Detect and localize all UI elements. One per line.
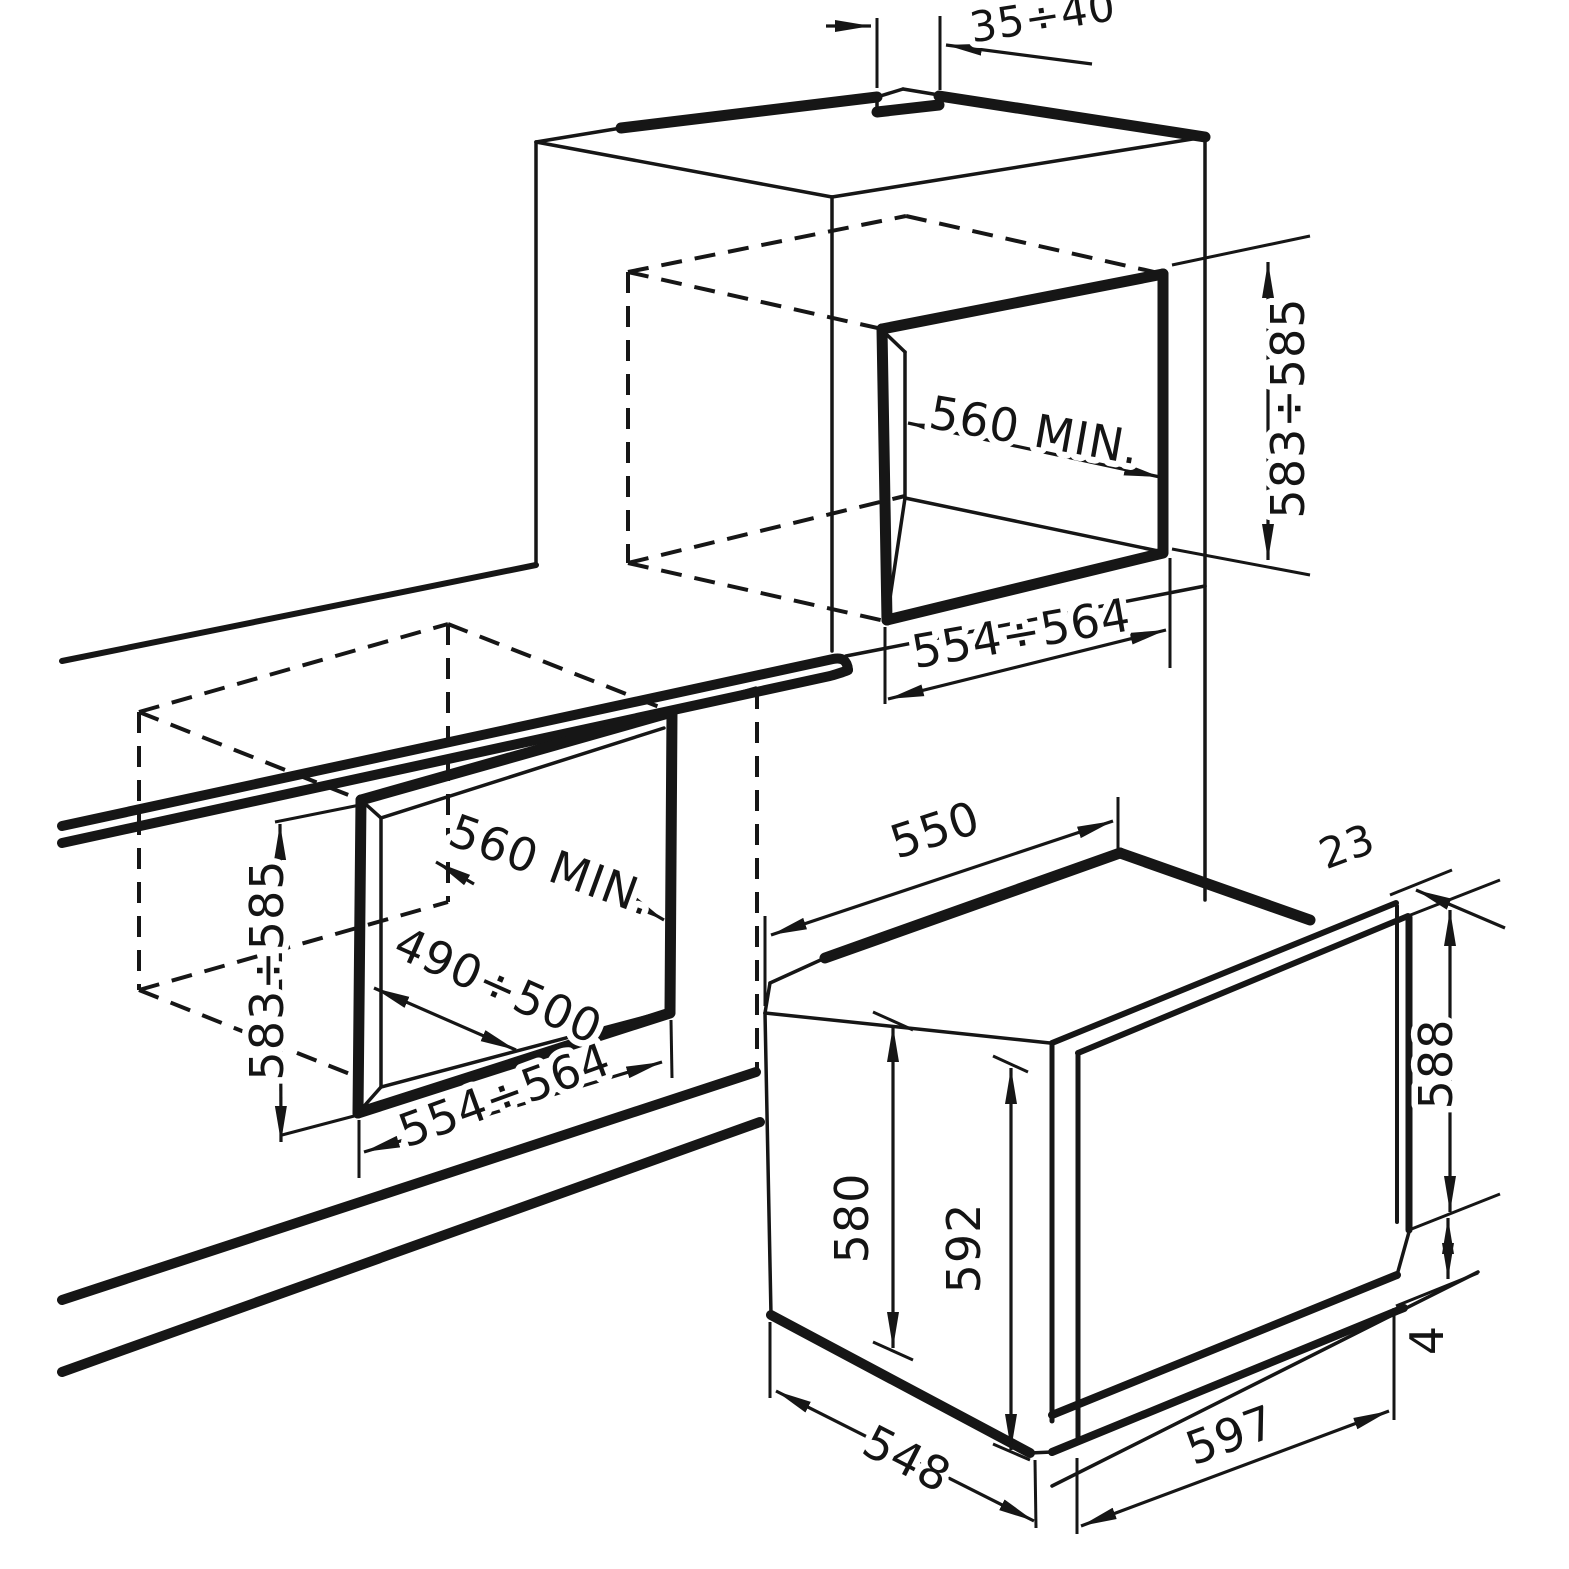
dim-label-body-depth: 548 (855, 1414, 960, 1503)
counter (57, 562, 853, 848)
oven (763, 847, 1480, 1488)
dim-door-overhang: 23 (1306, 807, 1506, 930)
dim-label-lower-niche-floor-depth: 490÷500 (387, 916, 611, 1055)
dim-label-door-overhang: 23 (1313, 814, 1382, 879)
dim-lower-niche-floor-depth: 490÷500 (373, 909, 617, 1062)
dim-label-body-inner-height: 580 (825, 1173, 879, 1264)
dim-lower-niche-height: 583÷585 (234, 803, 361, 1143)
tall-cabinet (534, 87, 1211, 902)
dim-base-gap: 4 (1394, 1218, 1479, 1362)
dim-upper-niche-height: 583÷585 (1171, 234, 1322, 577)
dim-label-upper-niche-depth: 560 MIN. (925, 385, 1144, 475)
dim-body-height: 588 (1403, 878, 1501, 1232)
dim-label-door-height: 592 (937, 1203, 991, 1294)
dim-notch-width: 35÷40 (826, 0, 1126, 90)
vent-notch (875, 87, 941, 99)
dim-lower-niche-depth: 560 MIN. (435, 797, 667, 933)
dim-label-body-height: 588 (1409, 1019, 1463, 1110)
oven-door (1048, 900, 1413, 1456)
dim-body-depth: 548 (768, 1322, 1038, 1529)
dim-label-lower-niche-depth: 560 MIN. (442, 803, 660, 926)
dim-label-notch-width: 35÷40 (966, 0, 1119, 52)
dim-upper-niche-depth: 560 MIN. (907, 379, 1161, 482)
dim-label-oven-width: 597 (1179, 1394, 1283, 1476)
dim-label-oven-top-depth: 550 (884, 790, 987, 869)
upper-niche (876, 268, 1169, 626)
dim-label-lower-niche-width: 554÷564 (391, 1032, 617, 1158)
dim-oven-top-depth: 550 (763, 784, 1120, 1006)
upper-recess-dashed-envelope (626, 214, 1164, 623)
dim-label-upper-niche-height: 583÷585 (1261, 297, 1315, 518)
dim-body-inner-height: 580 (819, 1010, 914, 1362)
dim-door-height: 592 (931, 1054, 1031, 1462)
dim-label-lower-niche-height: 583÷585 (240, 859, 294, 1080)
dim-label-base-gap: 4 (1400, 1325, 1454, 1355)
dim-upper-niche-width: 554÷564 (883, 558, 1172, 704)
